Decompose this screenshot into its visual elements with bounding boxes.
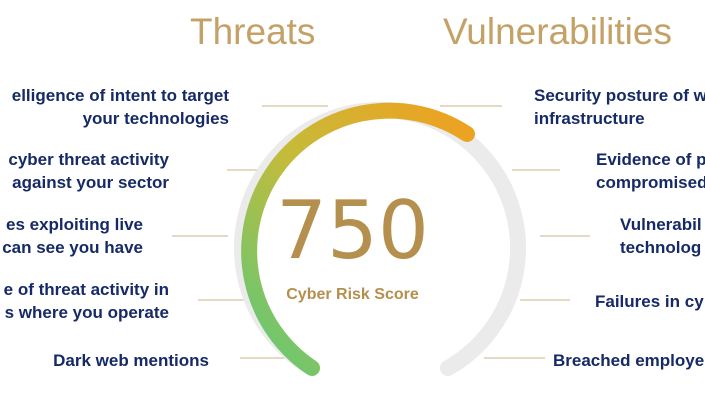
threat-line: against your sector bbox=[12, 173, 169, 192]
vulnerability-item-technology: Vulnerabil technolog bbox=[620, 213, 702, 259]
threat-line: e of threat activity in bbox=[3, 280, 169, 299]
vulnerabilities-heading: Vulnerabilities bbox=[443, 11, 672, 52]
vulnerability-line: technolog bbox=[620, 238, 702, 257]
vulnerability-line: Vulnerabil bbox=[620, 215, 702, 234]
threat-line: Dark web mentions bbox=[53, 351, 209, 370]
threat-line: cyber threat activity bbox=[8, 150, 169, 169]
threat-line: s where you operate bbox=[4, 303, 169, 322]
vulnerability-line: compromised bbox=[596, 173, 705, 192]
threat-item-exploits: es exploiting live can see you have bbox=[2, 213, 143, 259]
threat-item-sector: cyber threat activity against your secto… bbox=[8, 148, 169, 194]
vulnerability-item-posture: Security posture of w infrastructure bbox=[534, 84, 705, 130]
vulnerability-item-compromise: Evidence of p compromised bbox=[596, 148, 705, 194]
vulnerability-line: Security posture of w bbox=[534, 86, 705, 105]
vulnerability-item-breached: Breached employe bbox=[553, 349, 704, 372]
threat-item-intent: elligence of intent to target your techn… bbox=[12, 84, 229, 130]
vulnerability-line: Breached employe bbox=[553, 351, 705, 370]
threat-line: can see you have bbox=[2, 238, 143, 257]
threats-heading: Threats bbox=[190, 11, 316, 52]
threat-line: es exploiting live bbox=[6, 215, 143, 234]
vulnerability-line: infrastructure bbox=[534, 109, 645, 128]
threat-line: elligence of intent to target bbox=[11, 86, 229, 105]
gauge-value-arc bbox=[241, 102, 475, 376]
vulnerability-line: Failures in cy bbox=[595, 292, 704, 311]
threat-item-regions: e of threat activity in s where you oper… bbox=[4, 278, 169, 324]
risk-score-value: 750 bbox=[276, 184, 429, 277]
vulnerability-item-failures: Failures in cy bbox=[595, 290, 704, 313]
threat-line: your technologies bbox=[82, 109, 229, 128]
threat-item-dark-web: Dark web mentions bbox=[53, 349, 209, 372]
risk-score-label: Cyber Risk Score bbox=[286, 286, 419, 303]
vulnerability-line: Evidence of p bbox=[596, 150, 705, 169]
